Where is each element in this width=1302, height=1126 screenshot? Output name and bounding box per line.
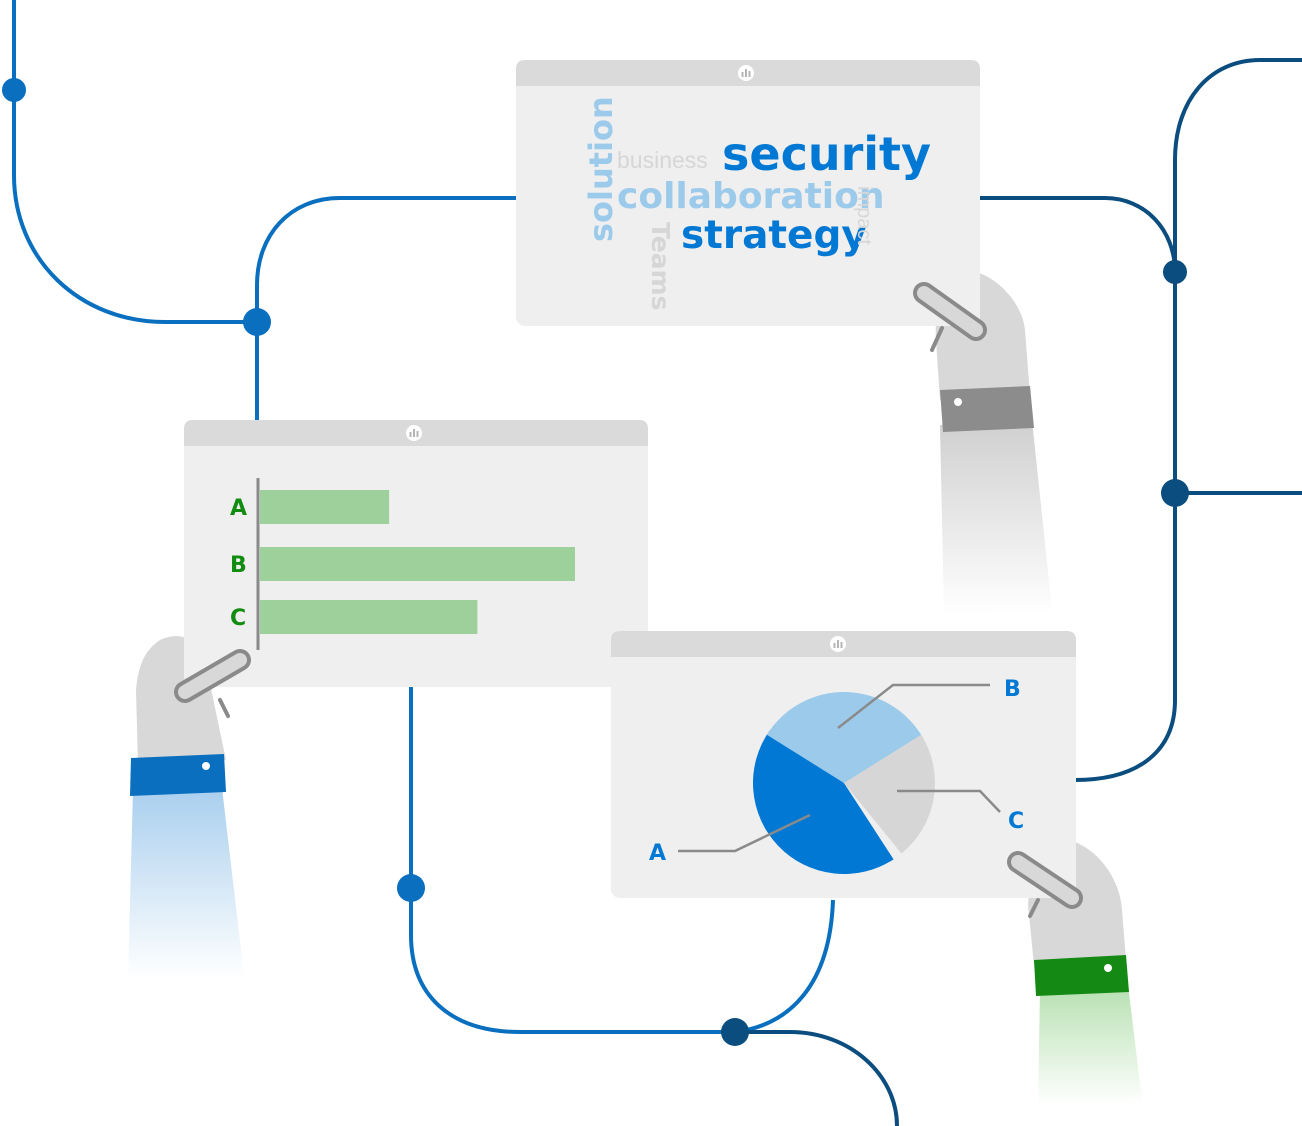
panel-logo-icon (738, 65, 754, 81)
bar-label-b: B (230, 553, 247, 578)
pie-slice-a (752, 730, 894, 875)
pie-label-a: A (649, 841, 666, 866)
connector-line-bottom (409, 680, 735, 1034)
bars: A B C (230, 490, 575, 634)
word-solution: solution (582, 96, 620, 242)
bar-label-c: C (230, 606, 246, 631)
pie-slice-c (844, 734, 935, 854)
connector-node-icon (721, 1018, 749, 1046)
word-teams: Teams (646, 222, 675, 311)
bar-label-a: A (230, 496, 247, 521)
connector-line-bottom-exit (735, 1030, 899, 1126)
connector-line-mid-left (255, 196, 540, 440)
bar-a (260, 490, 390, 524)
panel-logo-icon (830, 636, 846, 652)
word-cloud-panel: security business collaboration strategy… (516, 60, 980, 326)
connector-node-icon (243, 308, 271, 336)
pie-label-c: C (1008, 809, 1024, 834)
connector-line-bottom-right (734, 899, 835, 1034)
leader-line-b (837, 683, 990, 729)
pie-label-b: B (1004, 677, 1021, 702)
pie-leaders (678, 683, 1001, 853)
thumb-left (174, 649, 251, 718)
word-strategy: strategy (681, 213, 867, 258)
thumb-bottom-right (1007, 851, 1083, 918)
connector-line-top-left (12, 0, 257, 324)
word-security: security (722, 127, 931, 181)
leader-line-c (897, 789, 1001, 813)
connector-nodes (2, 78, 1189, 1046)
connector-node-icon (1161, 479, 1189, 507)
connector-line-right-top (1173, 58, 1302, 272)
bar-b (260, 547, 575, 581)
thumb-top-right (913, 282, 987, 352)
pie (752, 692, 935, 875)
word-collaboration: collaboration (617, 176, 885, 217)
bar-chart-panel: A B C (184, 420, 648, 687)
panel-logo-icon (406, 425, 422, 441)
word-impact: impact (853, 186, 875, 245)
bar-c (260, 600, 478, 634)
connector-node-icon (397, 874, 425, 902)
connector-node-icon (2, 78, 26, 102)
pie-chart-panel: B C A (611, 631, 1076, 898)
word-business: business (617, 147, 708, 173)
leader-line-a (678, 813, 811, 853)
connector-node-icon (1163, 260, 1187, 284)
